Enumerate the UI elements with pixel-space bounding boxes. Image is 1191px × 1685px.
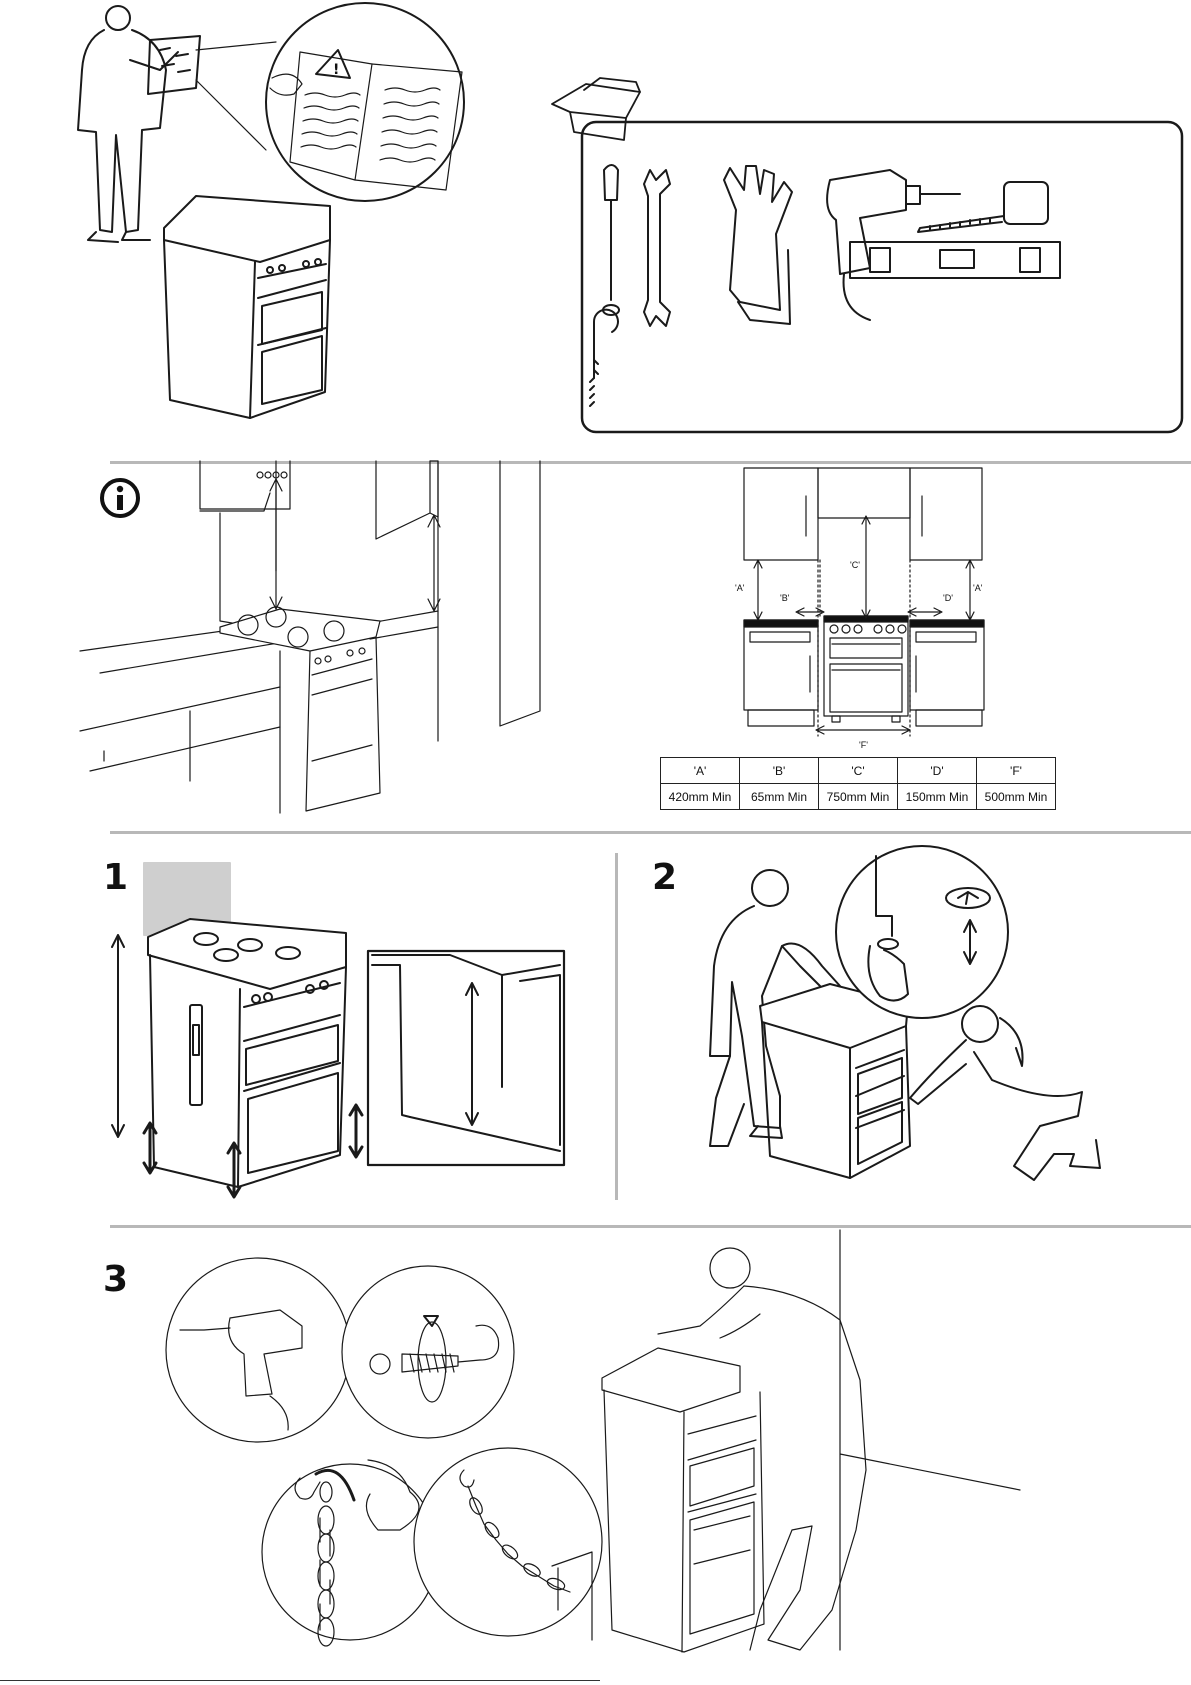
section-divider [110,831,1191,834]
label-a-left: 'A' [735,583,744,593]
table-header-cell: 'D' [898,758,977,784]
label-b: 'B' [780,593,789,603]
step-2-illustration [670,836,1120,1206]
table-cell: 420mm Min [661,784,740,810]
table-cell: 500mm Min [977,784,1056,810]
table-header-cell: 'F' [977,758,1056,784]
label-f: 'F' [859,740,868,750]
drill-icon [827,170,960,320]
table-cell: 65mm Min [740,784,819,810]
spirit-level-icon [850,242,1060,278]
tape-measure-icon [918,182,1048,232]
table-header-cell: 'B' [740,758,819,784]
label-d: 'D' [943,593,953,603]
section-divider [110,1225,1191,1228]
clearance-table: 'A' 'B' 'C' 'D' 'F' 420mm Min 65mm Min 7… [660,757,1056,810]
wrench-icon [644,170,670,326]
toolbox-icon [552,78,640,140]
step-3-illustration [160,1230,1150,1680]
clearance-diagram: 'A' 'B' 'C' 'D' 'A' 'F' [740,466,1000,756]
gloves-icon [724,166,792,324]
read-manual-illustration: ! [0,0,500,440]
label-a-right: 'A' [973,583,982,593]
table-header-row: 'A' 'B' 'C' 'D' 'F' [661,758,1056,784]
table-cell: 750mm Min [819,784,898,810]
step-1-illustration [110,855,570,1205]
tools-panel [540,70,1191,440]
table-header-cell: 'A' [661,758,740,784]
screwdriver-icon [603,165,619,315]
table-cell: 150mm Min [898,784,977,810]
kitchen-installation-illustration [80,461,560,831]
section-vertical-divider [615,853,618,1200]
label-c: 'C' [850,560,860,570]
svg-text:!: ! [333,62,339,78]
footer-rule [0,1680,600,1681]
step-number-3: 3 [103,1262,128,1298]
hook-icon [590,310,618,406]
table-row: 420mm Min 65mm Min 750mm Min 150mm Min 5… [661,784,1056,810]
table-header-cell: 'C' [819,758,898,784]
